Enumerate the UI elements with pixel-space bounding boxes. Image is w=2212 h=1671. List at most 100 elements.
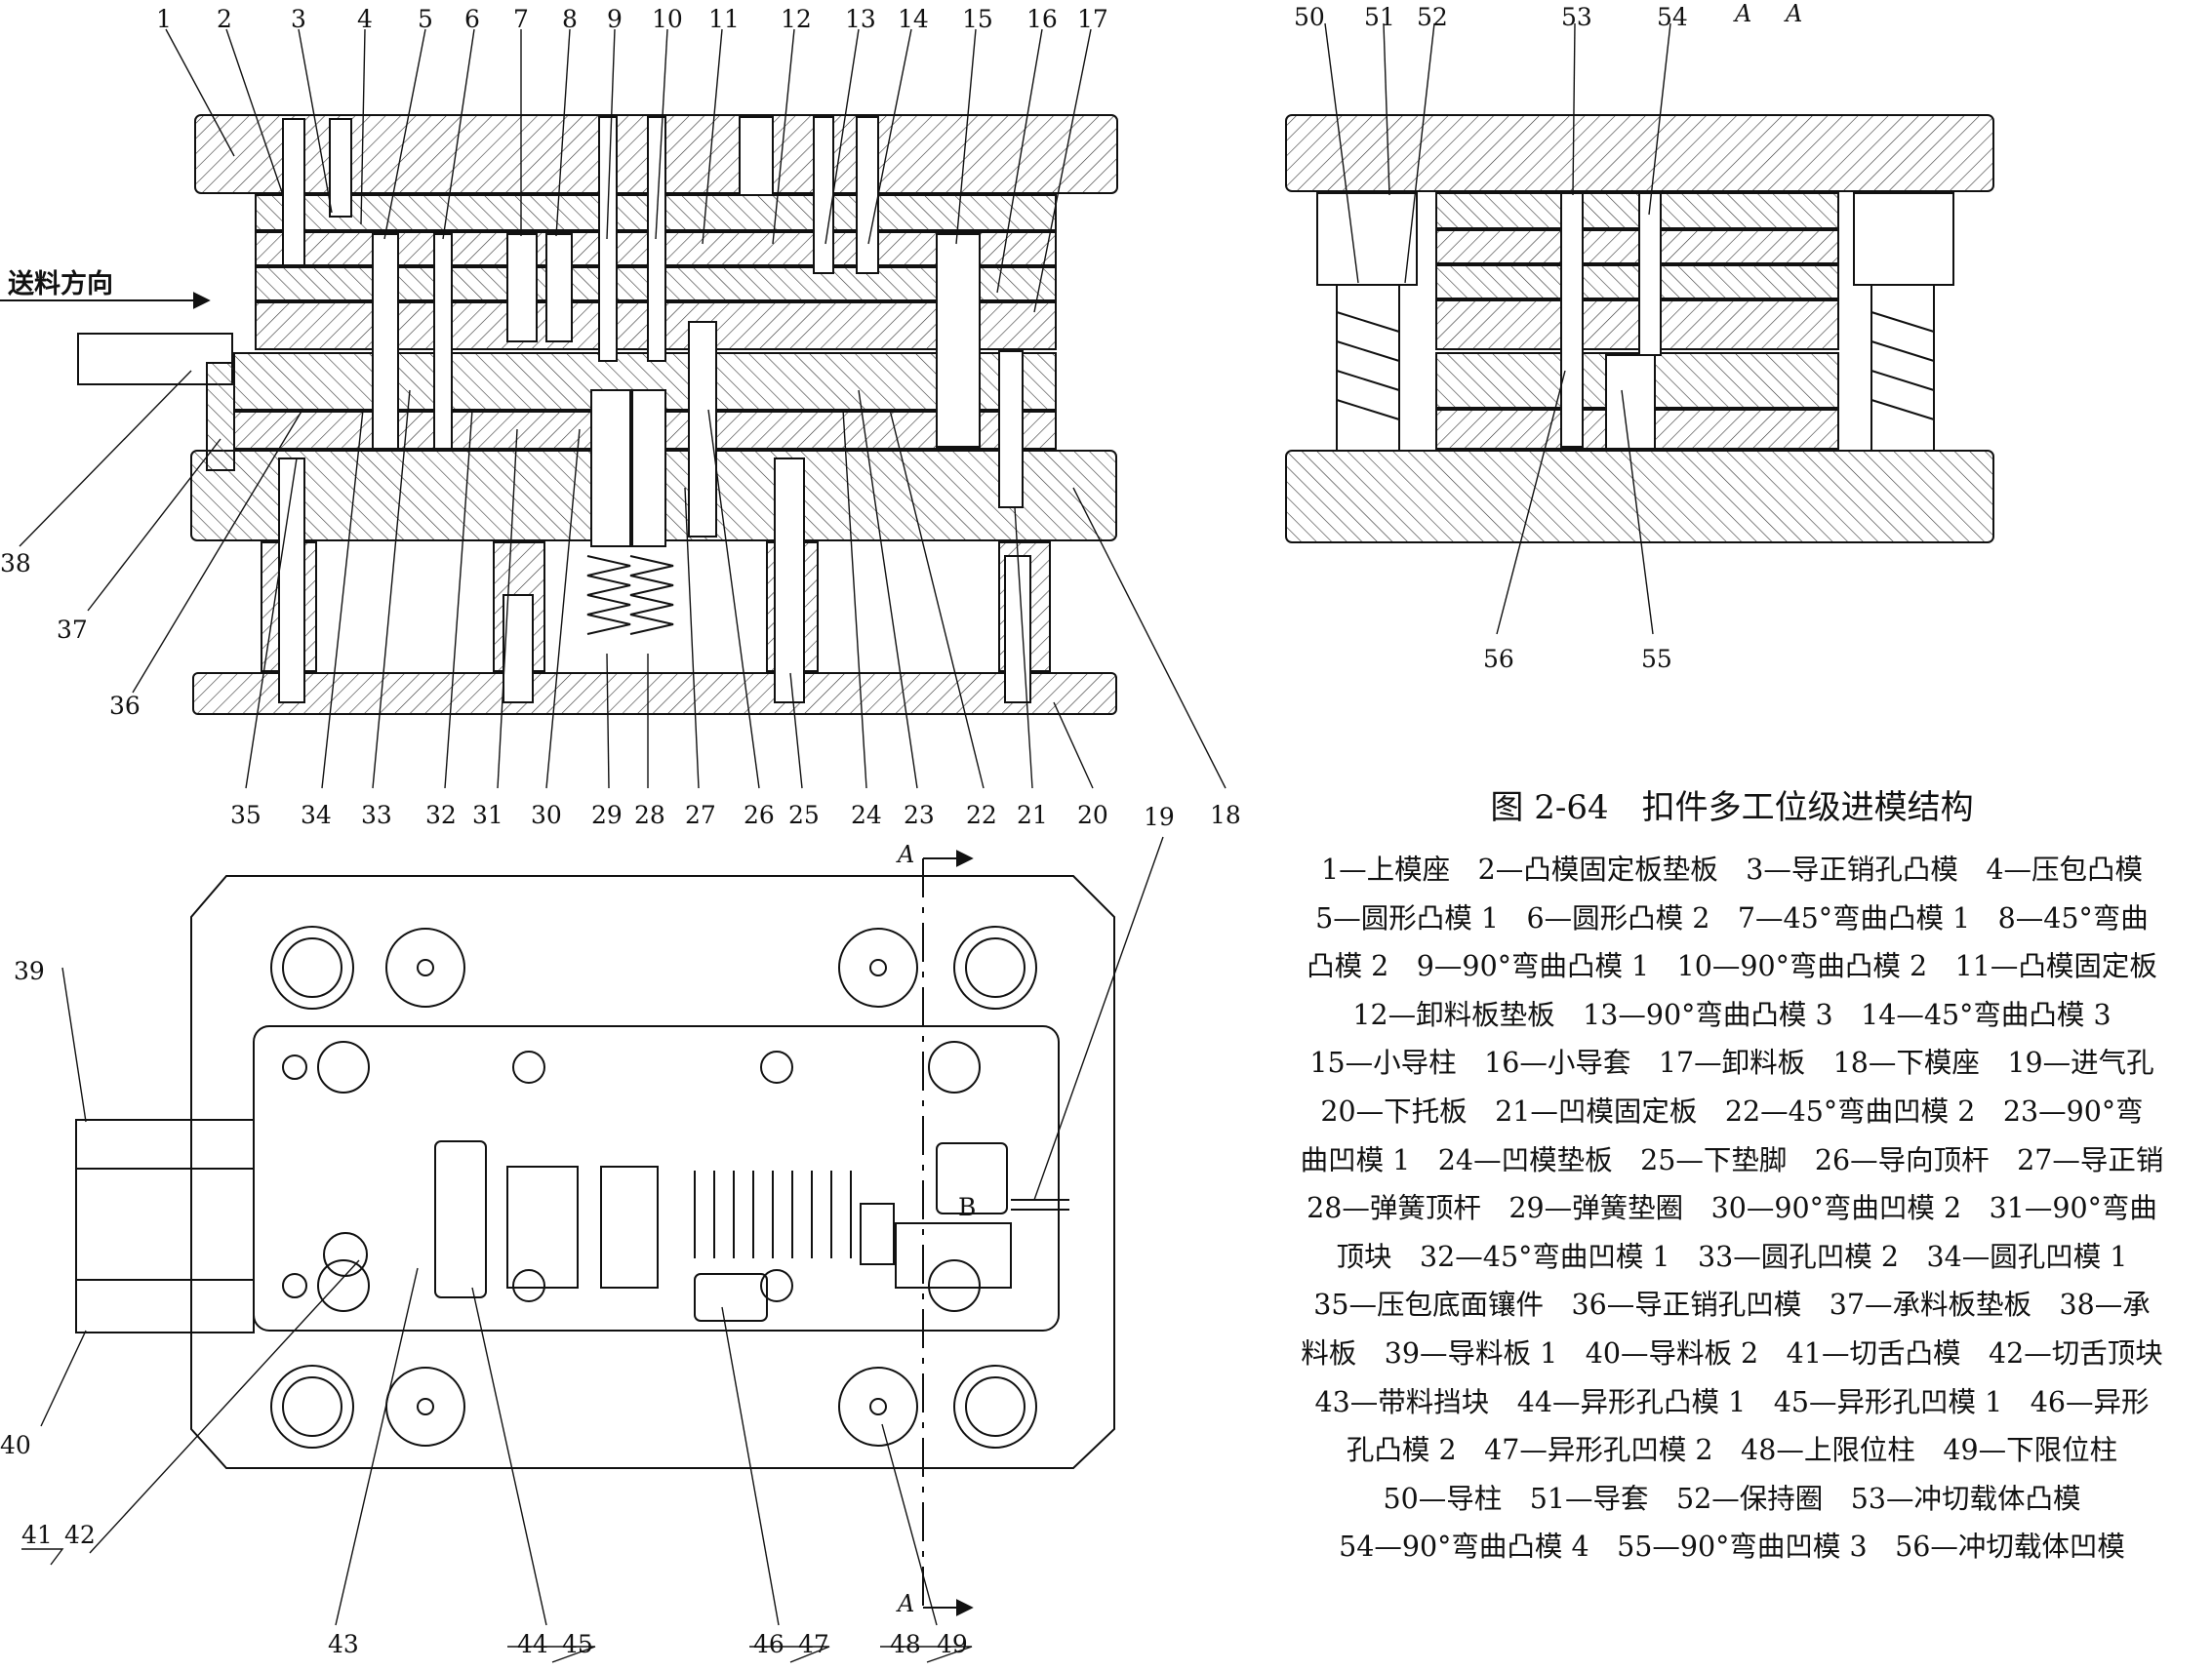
label-27: 27 [685, 801, 716, 829]
label-37: 37 [57, 616, 88, 644]
legend-line: 料板 39—导料板 1 40—导料板 2 41—切舌凸模 42—切舌顶块 [1301, 1336, 2163, 1370]
label-39: 39 [14, 957, 45, 985]
guide-bushing-right [1853, 192, 1954, 286]
bend-die-3 [1605, 354, 1656, 450]
label-43: 43 [328, 1630, 359, 1658]
label-16: 16 [1026, 5, 1058, 33]
forming-slots [694, 1171, 852, 1258]
legend-line: 50—导柱 51—导套 52—保持圈 53—冲切载体凸模 [1383, 1482, 2081, 1515]
label-14: 14 [898, 5, 929, 33]
label-34: 34 [301, 801, 332, 829]
legend-line: 15—小导柱 16—小导套 17—卸料板 18—下模座 19—进气孔 [1309, 1047, 2154, 1080]
cut-mark-bottom: A [896, 1590, 914, 1617]
die-plate-outline [253, 1025, 1060, 1332]
legend-line: 顶块 32—45°弯曲凹模 1 33—圆孔凹模 2 34—圆孔凹模 1 [1336, 1240, 2128, 1273]
lower-die-outline [190, 875, 1115, 1469]
guide-plate-web [75, 1168, 255, 1281]
label-42: 42 [64, 1521, 96, 1549]
label-33: 33 [361, 801, 392, 829]
stop-post-tr [838, 928, 918, 1008]
label-35: 35 [230, 801, 261, 829]
spring-left [586, 555, 631, 635]
ball-cage-right [1870, 311, 1935, 420]
guide-plate-1 [75, 1119, 255, 1170]
label-15: 15 [962, 5, 993, 33]
callout-numbers: 1 2 3 4 5 6 7 8 9 10 11 12 13 14 15 16 1… [0, 3, 1688, 1658]
label-32: 32 [425, 801, 457, 829]
spring-right [629, 555, 674, 635]
guide-post-br [953, 1365, 1037, 1449]
cut-block [860, 1203, 895, 1265]
legend-line: 曲凹模 1 24—凹模垫板 25—下垫脚 26—导向顶杆 27—导正销 [1300, 1143, 2164, 1176]
section-upper-base [1285, 114, 1994, 192]
front-section-view [77, 114, 1118, 715]
section-cut-line [922, 850, 974, 1616]
label-18: 18 [1210, 801, 1241, 829]
guide-bushing-left [1316, 192, 1418, 286]
guide-post-tl [270, 926, 354, 1010]
legend-line: 凸模 2 9—90°弯曲凸模 1 10—90°弯曲凸模 2 11—凸模固定板 [1307, 950, 2157, 983]
section-plate-3 [1435, 264, 1839, 299]
parts-legend: 1—上模座 2—凸模固定板垫板 3—导正销孔凸模 4—压包凸模 5—圆形凸模 1… [1259, 846, 2205, 1572]
label-55: 55 [1641, 645, 1672, 673]
label-9: 9 [607, 5, 623, 33]
plan-view [75, 875, 1115, 1469]
label-52: 52 [1417, 3, 1448, 31]
legend-line: 54—90°弯曲凸模 4 55—90°弯曲凹模 3 56—冲切载体凹模 [1339, 1531, 2125, 1564]
guide-post-tr [953, 926, 1037, 1010]
label-13: 13 [845, 5, 876, 33]
stop-post-tl [385, 928, 465, 1008]
special-hole-punch-1 [434, 1140, 487, 1298]
label-44: 44 [517, 1630, 548, 1658]
label-25: 25 [788, 801, 820, 829]
special-hole-punch-2 [694, 1273, 768, 1322]
section-a-a-view [1285, 114, 1994, 543]
section-plate-1 [1435, 192, 1839, 229]
label-45: 45 [562, 1630, 593, 1658]
carrier-cut-punch [1560, 192, 1584, 448]
label-21: 21 [1017, 801, 1048, 829]
label-47: 47 [798, 1630, 829, 1658]
label-38: 38 [0, 549, 31, 577]
label-7: 7 [513, 5, 529, 33]
label-41: 41 [21, 1521, 53, 1549]
label-36: 36 [109, 692, 141, 720]
legend-line: 12—卸料板垫板 13—90°弯曲凸模 3 14—45°弯曲凸模 3 [1352, 998, 2111, 1031]
label-23: 23 [904, 801, 935, 829]
label-50: 50 [1294, 3, 1325, 31]
stock-support-backing [206, 362, 235, 471]
label-5: 5 [418, 5, 433, 33]
leader-lines [19, 22, 1671, 1663]
stop-post-bl [385, 1367, 465, 1447]
guide-pillar-left [1336, 284, 1400, 452]
label-10: 10 [652, 5, 683, 33]
label-30: 30 [531, 801, 562, 829]
section-plate-4 [1435, 299, 1839, 350]
bend-punch-4 [1638, 192, 1662, 356]
label-49: 49 [937, 1630, 968, 1658]
bend-station-2 [600, 1166, 659, 1289]
label-29: 29 [591, 801, 623, 829]
figure-title: 图 2-64 扣件多工位级进模结构 [1490, 788, 1974, 827]
label-11: 11 [708, 5, 740, 33]
section-plate-2 [1435, 229, 1839, 264]
legend-line: 28—弹簧顶杆 29—弹簧垫圈 30—90°弯曲凹模 2 31—90°弯曲 [1307, 1192, 2157, 1225]
label-3: 3 [291, 5, 306, 33]
carrier-cut-station [895, 1222, 1012, 1289]
section-lower-base [1285, 450, 1994, 543]
ball-cage-left [1336, 311, 1400, 420]
guide-pillar-right [1870, 284, 1935, 452]
guide-post-bl [270, 1365, 354, 1449]
label-6: 6 [464, 5, 480, 33]
bend-station-1 [506, 1166, 579, 1289]
label-46: 46 [753, 1630, 784, 1658]
label-17: 17 [1077, 5, 1108, 33]
section-title-a2: A [1784, 0, 1802, 27]
legend-line: 1—上模座 2—凸模固定板垫板 3—导正销孔凸模 4—压包凸模 [1320, 854, 2144, 886]
label-54: 54 [1657, 3, 1688, 31]
guide-plate-2 [75, 1279, 255, 1333]
legend-line: 35—压包底面镶件 36—导正销孔凹模 37—承料板垫板 38—承 [1313, 1289, 2151, 1322]
label-53: 53 [1561, 3, 1592, 31]
legend-line: 20—下托板 21—凹模固定板 22—45°弯曲凹模 2 23—90°弯 [1320, 1094, 2144, 1128]
